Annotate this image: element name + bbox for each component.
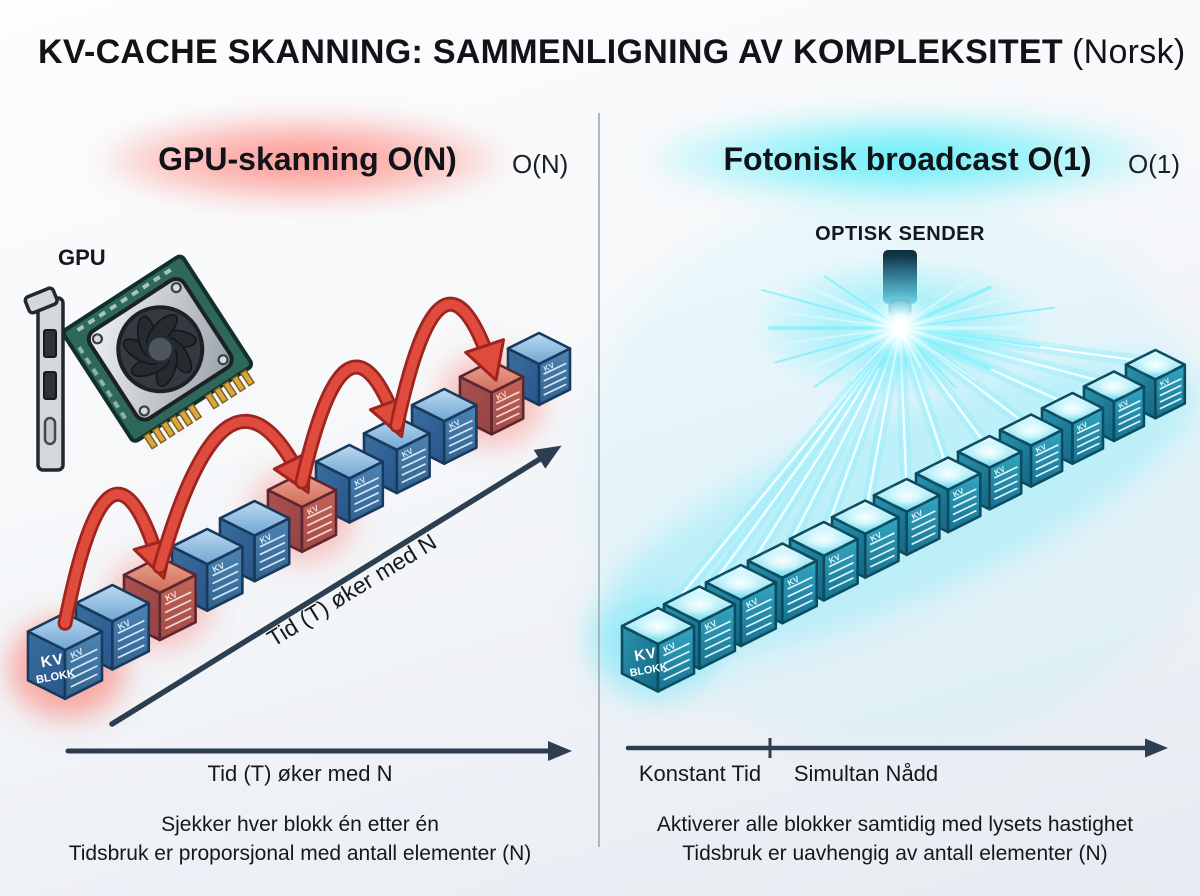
right-caption-line2: Tidsbruk er uavhengig av antall elemente… [682, 842, 1108, 865]
block-face-glyph: KV [1117, 398, 1130, 411]
kv-block: KV [26, 611, 104, 701]
kv-block-scanned: KV [266, 471, 338, 554]
block-face-glyph: KV [305, 503, 320, 517]
block-face-glyph: KV [703, 618, 719, 632]
block-face-glyph: KV [827, 552, 842, 566]
constant-time-label: Konstant Tid [638, 761, 762, 786]
page-title-main: KV-CACHE SKANNING: SAMMENLIGNING AV KOMP… [38, 33, 1063, 71]
simultaneous-label: Simultan Nådd [793, 761, 939, 786]
block-top-glow [1134, 354, 1177, 376]
light-burst [744, 256, 1056, 400]
panel-divider [598, 113, 600, 847]
diagonal-arrowhead [533, 445, 562, 469]
block-top-glow [966, 440, 1013, 464]
block-top-glow [1092, 375, 1136, 398]
scan-hop-arrow [389, 296, 506, 433]
left-caption-line2: Tidsbruk er proporsjonal med antall elem… [68, 842, 532, 865]
block-face-glyph: KV [353, 474, 368, 488]
page-title-suffix: (Norsk) [1071, 33, 1186, 71]
right-caption-line1: Aktiverer alle blokker samtidig med lyse… [656, 813, 1134, 836]
block-top-glow [841, 504, 890, 530]
right-axis-arrowhead [1145, 738, 1168, 758]
gpu-card-illustration [23, 254, 255, 472]
kv-block: KV [74, 583, 151, 671]
block-face-glyph: KV [163, 589, 179, 603]
gpu-label: GPU [58, 245, 106, 270]
block-face-glyph: KV [211, 560, 226, 574]
right-panel-heading: Fotonisk broadcast O(1) [723, 141, 1092, 177]
kv-block: KV [506, 331, 572, 407]
left-complexity-label: O(N) [512, 149, 569, 179]
block-face-glyph: KV [868, 529, 883, 543]
block-face-glyph: KV [258, 531, 273, 545]
block-top-glow [757, 547, 808, 574]
block-top-glow [1050, 397, 1095, 420]
block-face-glyph: KV [786, 574, 801, 588]
block-top-glow [1008, 418, 1054, 442]
block-top-glow [715, 569, 767, 596]
svg-text:KV: KV [633, 645, 658, 665]
red-heading-glow [100, 116, 505, 204]
block-top-glow [925, 461, 972, 486]
kv-block: KV [218, 499, 291, 583]
block-face-glyph: KV [116, 618, 132, 633]
block-top-glow [799, 526, 849, 552]
block-top-glow [673, 590, 725, 618]
left-axis-arrowhead [548, 741, 572, 761]
svg-text:KV: KV [40, 651, 66, 672]
cyan-heading-glow [652, 112, 1162, 204]
block-face-glyph: KV [744, 596, 759, 610]
block-face-glyph: KV [1158, 376, 1171, 389]
left-time-axis-label: Tid (T) øker med N [207, 761, 393, 786]
optical-sender-label: OPTISK SENDER [815, 223, 985, 245]
left-caption-line1: Sjekker hver blokk én etter én [161, 813, 439, 836]
diagonal-time-arrow [109, 451, 551, 727]
left-panel-heading: GPU-skanning O(N) [158, 141, 457, 177]
block-face-glyph: KV [662, 640, 678, 654]
right-complexity-label: O(1) [1128, 149, 1180, 179]
page-title: KV-CACHE SKANNING: SAMMENLIGNING AV KOMP… [38, 33, 1186, 72]
block-top-glow [883, 483, 931, 508]
block-top-glow [632, 612, 684, 640]
